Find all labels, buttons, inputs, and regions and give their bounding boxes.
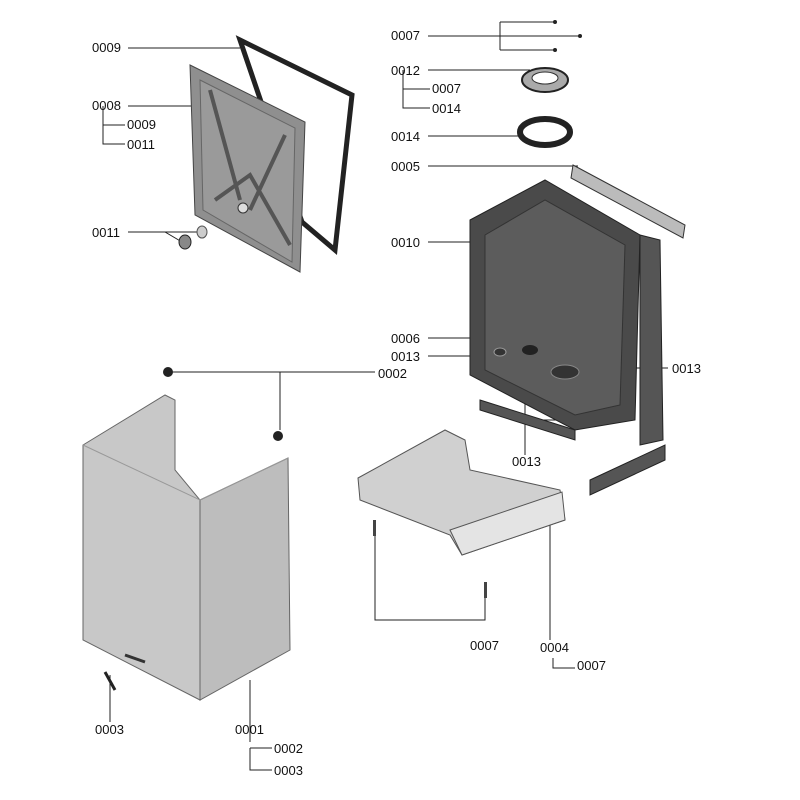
label-grommet-left: 0013 bbox=[391, 349, 420, 364]
label-casing: 0001 bbox=[235, 722, 264, 737]
label-base-sub-screw: 0007 bbox=[577, 658, 606, 673]
label-screws-base: 0007 bbox=[470, 638, 499, 653]
label-foot: 0002 bbox=[378, 366, 407, 381]
label-panel: 0008 bbox=[92, 98, 121, 113]
plug-shape bbox=[178, 234, 192, 250]
screws-top-shape bbox=[553, 20, 582, 52]
label-base: 0004 bbox=[540, 640, 569, 655]
label-plug: 0011 bbox=[92, 225, 120, 240]
casing-shape bbox=[82, 394, 291, 701]
plug-cap-shape bbox=[196, 225, 208, 239]
label-grommet-bottom: 0013 bbox=[512, 454, 541, 469]
label-flange: 0012 bbox=[391, 63, 420, 78]
label-screws-top: 0007 bbox=[391, 28, 420, 43]
foot-shape bbox=[163, 367, 173, 377]
label-casing-sub-foot: 0002 bbox=[274, 741, 303, 756]
label-flange-sub-ring: 0014 bbox=[432, 101, 461, 116]
label-flange-sub-screw: 0007 bbox=[432, 81, 461, 96]
label-ring: 0014 bbox=[391, 129, 420, 144]
label-panel-sub-plug: 0011 bbox=[127, 137, 155, 152]
label-panel-sub-gasket: 0009 bbox=[127, 117, 156, 132]
label-gasket: 0009 bbox=[92, 40, 121, 55]
panel-shape bbox=[189, 64, 306, 273]
base-shape bbox=[357, 429, 566, 598]
ring-shape bbox=[517, 116, 573, 148]
label-housing-part: 0006 bbox=[391, 331, 420, 346]
bracket-shape bbox=[570, 164, 686, 239]
label-bracket: 0005 bbox=[391, 159, 420, 174]
label-housing: 0010 bbox=[391, 235, 420, 250]
label-casing-sub-clip: 0003 bbox=[274, 763, 303, 778]
housing-shape bbox=[469, 179, 666, 496]
label-clip: 0003 bbox=[95, 722, 124, 737]
label-grommet-right: 0013 bbox=[672, 361, 701, 376]
